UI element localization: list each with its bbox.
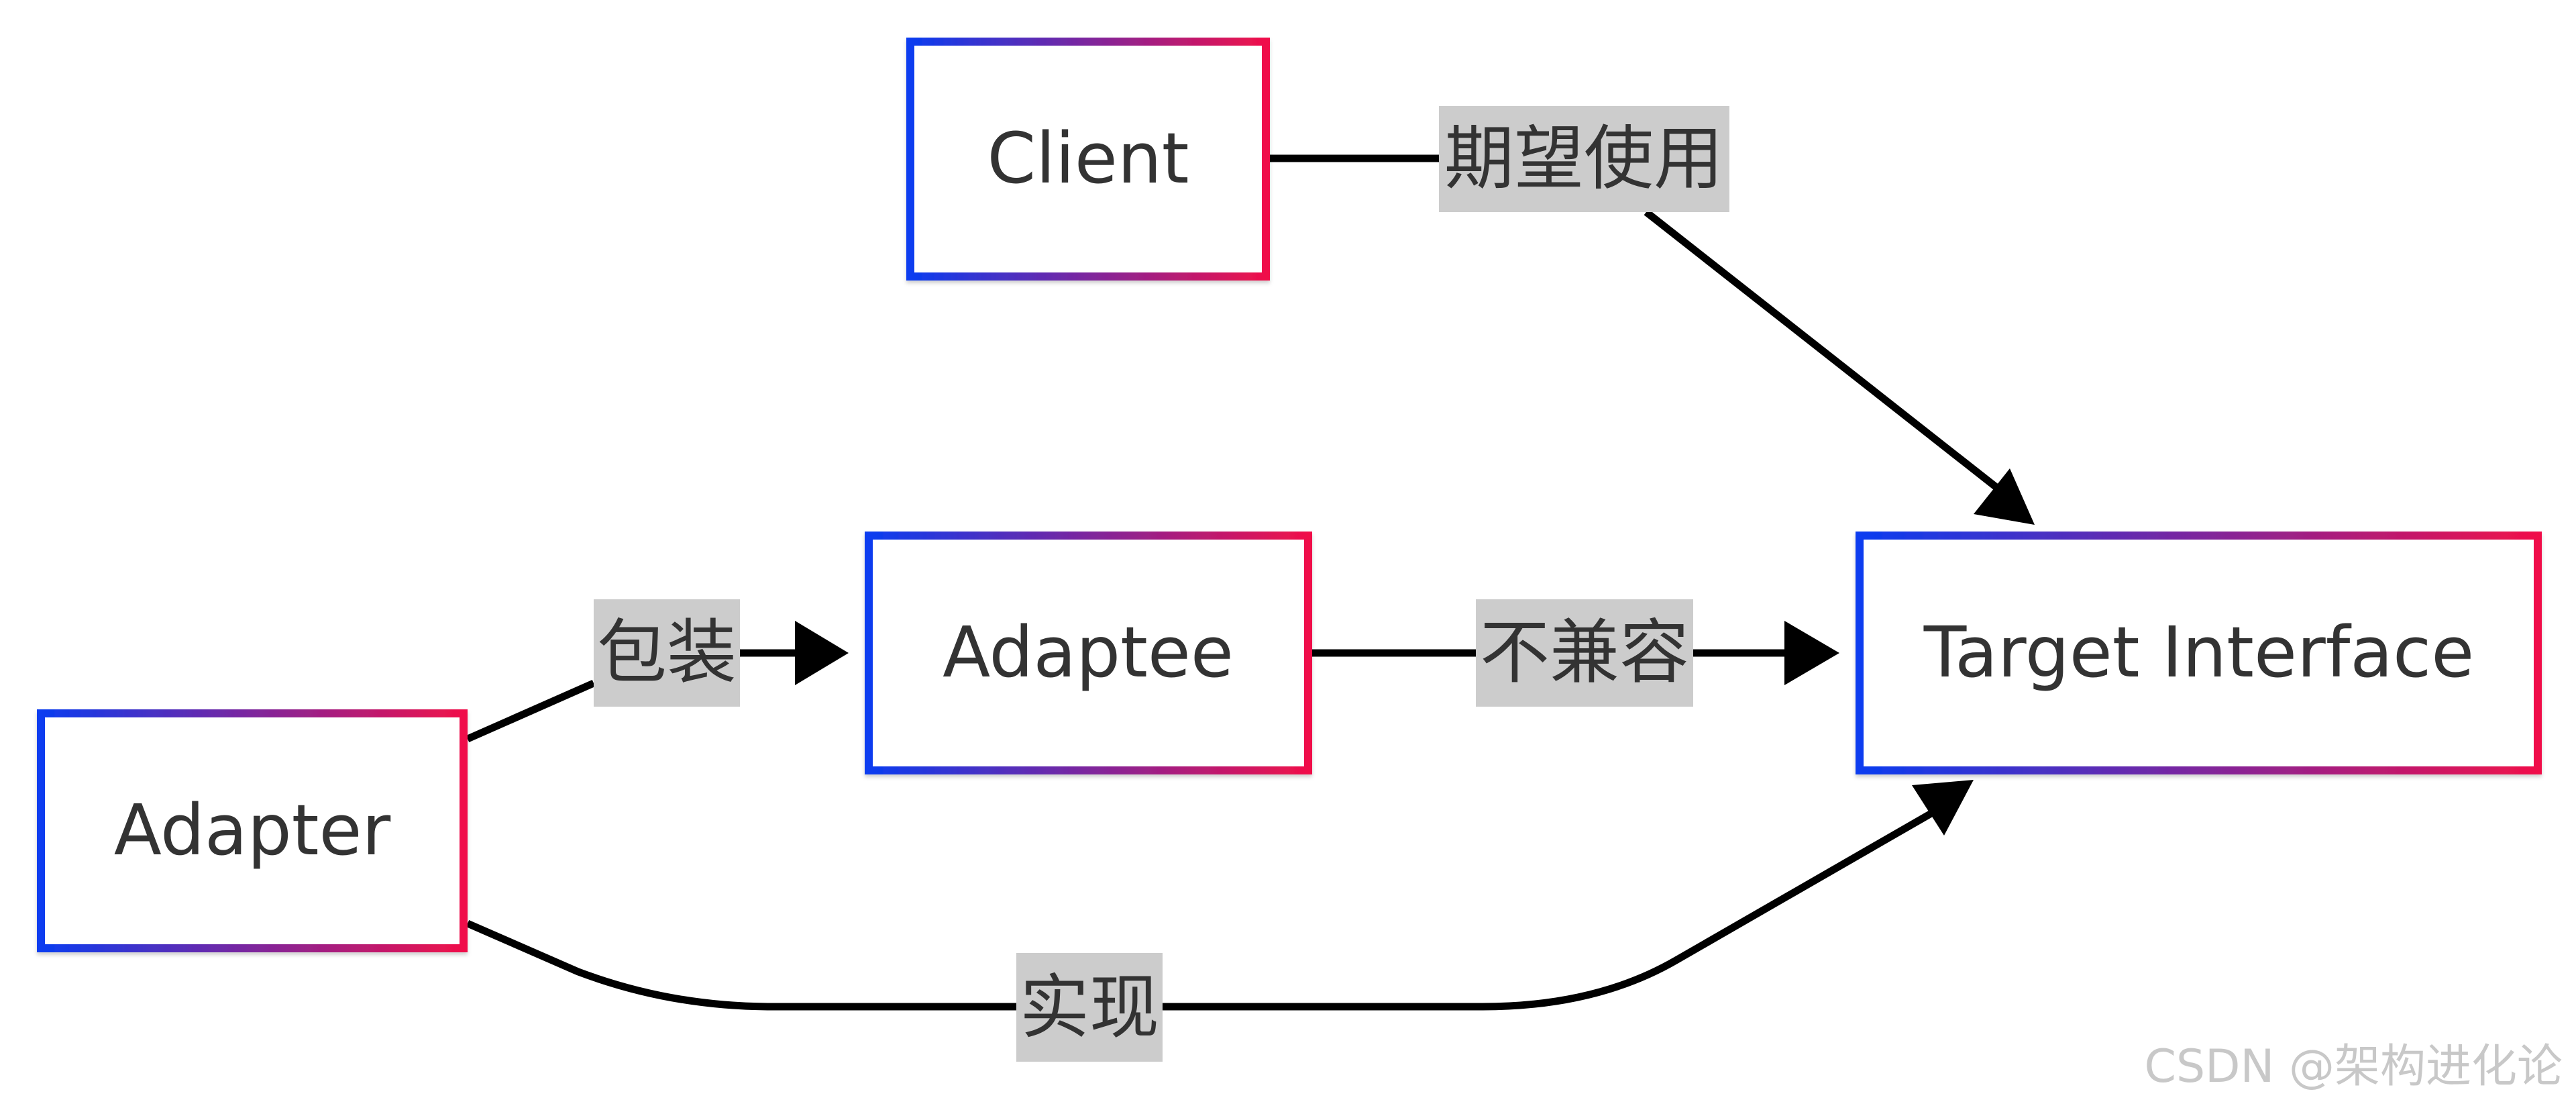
edge-label-bg — [1016, 953, 1163, 1062]
node-adapter[interactable]: Adapter — [37, 709, 468, 952]
arrow-head-icon — [795, 621, 849, 685]
node-target-interface-label: Target Interface — [1923, 611, 2474, 693]
edge-client-to-target: 期望使用 — [1270, 106, 2035, 525]
edge-label-adapter-to-target: 实现 — [1020, 966, 1159, 1048]
arrow-head-icon — [1974, 468, 2035, 525]
watermark: CSDN @架构进化论 — [2145, 1040, 2563, 1093]
edge-label-adapter-to-adaptee: 包装 — [597, 611, 737, 693]
edge-label-adaptee-to-target: 不兼容 — [1480, 611, 1689, 693]
node-target-interface[interactable]: Target Interface — [1856, 532, 2542, 774]
edge-adapter-to-adaptee: 包装 — [466, 599, 849, 743]
edge-label-bg — [1439, 106, 1729, 212]
node-adaptee[interactable]: Adaptee — [865, 532, 1312, 774]
arrow-head-icon — [1912, 780, 1974, 836]
node-client-label: Client — [987, 117, 1189, 199]
edge-adapter-to-target: 实现 — [466, 780, 1974, 1062]
edge-label-bg — [1476, 599, 1693, 707]
edge-adaptee-to-target: 不兼容 — [1312, 599, 1839, 707]
node-adaptee-label: Adaptee — [943, 611, 1234, 693]
edge-label-client-to-target: 期望使用 — [1444, 117, 1723, 199]
edge-label-bg — [594, 599, 740, 707]
node-client[interactable]: Client — [906, 38, 1270, 281]
node-adapter-label: Adapter — [114, 789, 391, 871]
arrow-head-icon — [1784, 621, 1839, 685]
